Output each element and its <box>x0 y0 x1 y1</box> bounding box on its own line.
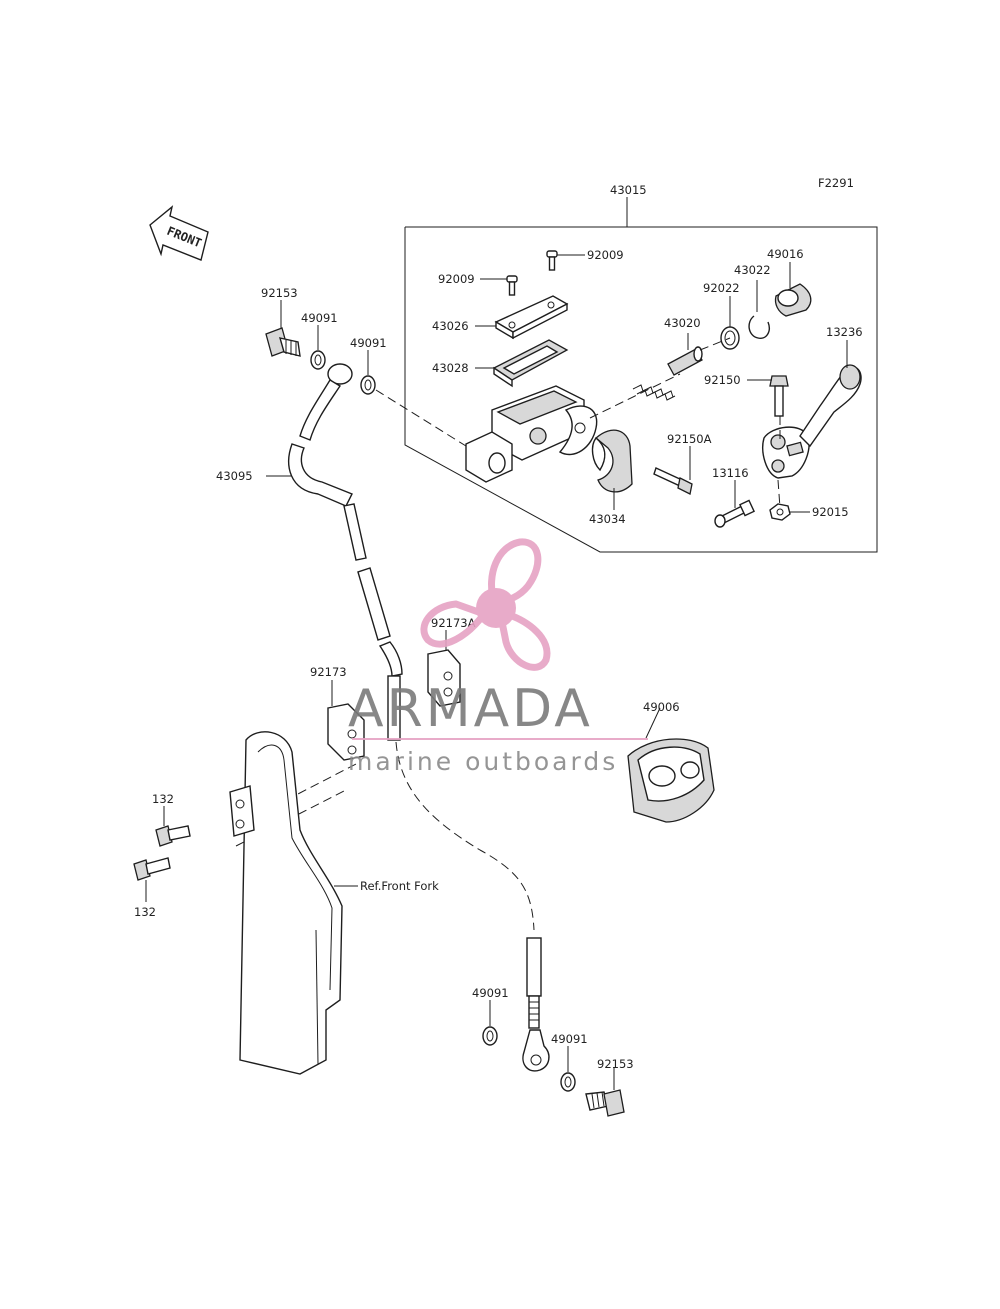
propeller-logo-icon <box>420 538 551 671</box>
pivot-pin: 13116 <box>712 466 755 528</box>
brake-hose: 43095 <box>216 363 403 741</box>
callout-43095: 43095 <box>216 469 253 483</box>
washer-top-b: 49091 <box>350 336 387 395</box>
handlebar-clamp: 43034 <box>589 429 633 526</box>
callout-92173A: 92173A <box>431 616 476 630</box>
washer-bottom-b: 49091 <box>551 1032 588 1092</box>
dust-boot: 49016 <box>767 247 812 317</box>
callout-49091-top-a: 49091 <box>301 311 338 325</box>
fork-bolt-b: 132 <box>133 857 171 919</box>
callout-92015: 92015 <box>812 505 849 519</box>
watermark-brand: ARMADA <box>348 679 593 739</box>
snap-ring: 43022 <box>734 263 771 339</box>
hose-guide-upper: 92173A <box>427 616 476 707</box>
brake-hose-lower-end <box>522 937 550 1072</box>
callout-43022: 43022 <box>734 263 771 277</box>
lever-pivot-bolt: 92150 <box>704 373 789 417</box>
callout-132-b: 132 <box>134 905 156 919</box>
washer-top-a: 49091 <box>301 311 338 370</box>
front-fork-reference: Ref.Front Fork <box>229 731 439 1075</box>
callout-13236: 13236 <box>826 325 863 339</box>
hose-guide-lower: 92173 <box>310 665 365 761</box>
fork-reference-label: Ref.Front Fork <box>360 879 439 893</box>
brake-lever: 13236 <box>762 325 863 479</box>
callout-92009-b: 92009 <box>438 272 475 286</box>
banjo-bolt-bottom: 92153 <box>585 1057 634 1117</box>
callout-49091-bot-b: 49091 <box>551 1032 588 1046</box>
callout-43026: 43026 <box>432 319 469 333</box>
callout-49006: 49006 <box>643 700 680 714</box>
callout-92009-a: 92009 <box>587 248 624 262</box>
callout-49091-bot-a: 49091 <box>472 986 509 1000</box>
reservoir-screw-b: 92009 <box>438 272 518 296</box>
callout-92173: 92173 <box>310 665 347 679</box>
armada-watermark: ARMADA marine outboards <box>348 538 648 776</box>
callout-49091-top-b: 49091 <box>350 336 387 350</box>
callout-132-a: 132 <box>152 792 174 806</box>
circlip-ring: 92022 <box>703 281 740 350</box>
reservoir-diaphragm: 43028 <box>432 339 569 388</box>
callout-92022: 92022 <box>703 281 740 295</box>
figure-code: F2291 <box>818 176 854 190</box>
callout-92153-bot: 92153 <box>597 1057 634 1071</box>
callout-43020: 43020 <box>664 316 701 330</box>
callout-43028: 43028 <box>432 361 469 375</box>
banjo-bolt-top: 92153 <box>261 286 301 357</box>
watermark-tagline: marine outboards <box>348 747 618 776</box>
front-arrow-icon: FRONT <box>149 205 209 261</box>
master-cylinder-body <box>465 385 598 483</box>
master-cylinder-assembly-frame: 43015 <box>404 183 878 553</box>
callout-92153-top: 92153 <box>261 286 298 300</box>
lever-nut: 92015 <box>769 503 849 521</box>
callout-43034: 43034 <box>589 512 626 526</box>
brake-caliper: 49006 <box>627 700 715 823</box>
callout-49016: 49016 <box>767 247 804 261</box>
reservoir-screw-a: 92009 <box>546 248 624 271</box>
clamp-bolt: 92150A <box>653 432 712 495</box>
callout-92150A: 92150A <box>667 432 712 446</box>
callout-13116: 13116 <box>712 466 749 480</box>
callout-92150: 92150 <box>704 373 741 387</box>
washer-bottom-a: 49091 <box>472 986 509 1046</box>
reservoir-cap: 43026 <box>432 295 569 340</box>
master-cylinder-piston: 43020 <box>632 316 703 401</box>
fork-bolt-a: 132 <box>152 792 191 847</box>
callout-43015: 43015 <box>610 183 647 197</box>
